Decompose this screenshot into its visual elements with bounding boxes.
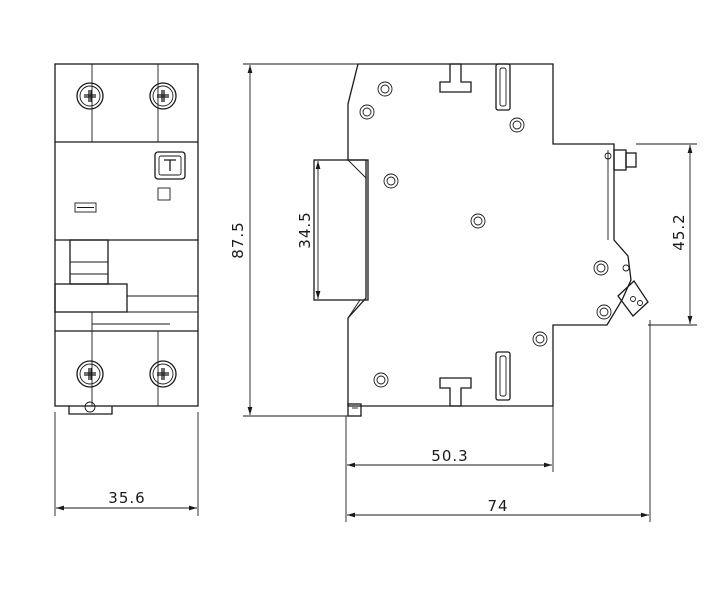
din-clip bbox=[68, 401, 113, 415]
indicator-window bbox=[157, 187, 171, 201]
bottom-notch bbox=[439, 377, 472, 407]
side-test-button bbox=[604, 149, 637, 240]
toggle-lever bbox=[54, 239, 198, 331]
dimension-total-height: 87.5 bbox=[229, 63, 358, 417]
dimension-label-rail-height: 34.5 bbox=[296, 211, 314, 248]
top-slot bbox=[495, 63, 511, 111]
dimension-front-height: 45.2 bbox=[636, 143, 697, 326]
top-notch bbox=[439, 63, 472, 93]
dimension-label-front-height: 45.2 bbox=[670, 213, 688, 250]
front-view bbox=[54, 63, 199, 415]
bottom-slot bbox=[495, 351, 511, 401]
dimension-body-depth: 50.3 bbox=[345, 406, 554, 522]
dimension-label-total-height: 87.5 bbox=[229, 221, 247, 258]
test-button-t-icon bbox=[154, 151, 186, 180]
dimension-label-front-width: 35.6 bbox=[108, 489, 145, 507]
dimension-front-width: 35.6 bbox=[54, 412, 199, 516]
front-outline bbox=[54, 63, 199, 407]
side-clip bbox=[347, 403, 362, 417]
side-view bbox=[313, 63, 649, 417]
dimension-label-total-depth: 74 bbox=[487, 497, 508, 515]
terminal-screw-icon bbox=[76, 360, 104, 388]
terminal-screw-icon bbox=[76, 82, 104, 110]
side-lever bbox=[617, 264, 649, 317]
dimension-label-body-depth: 50.3 bbox=[431, 447, 468, 465]
din-rail-slot bbox=[313, 159, 369, 301]
rivet-holes bbox=[359, 81, 612, 388]
terminal-screw-icon bbox=[149, 82, 177, 110]
indicator-slot bbox=[74, 202, 97, 213]
side-outline bbox=[347, 63, 632, 407]
dimension-total-depth: 74 bbox=[347, 320, 651, 522]
terminal-screw-icon bbox=[149, 360, 177, 388]
dimension-rail-height: 34.5 bbox=[296, 161, 321, 299]
